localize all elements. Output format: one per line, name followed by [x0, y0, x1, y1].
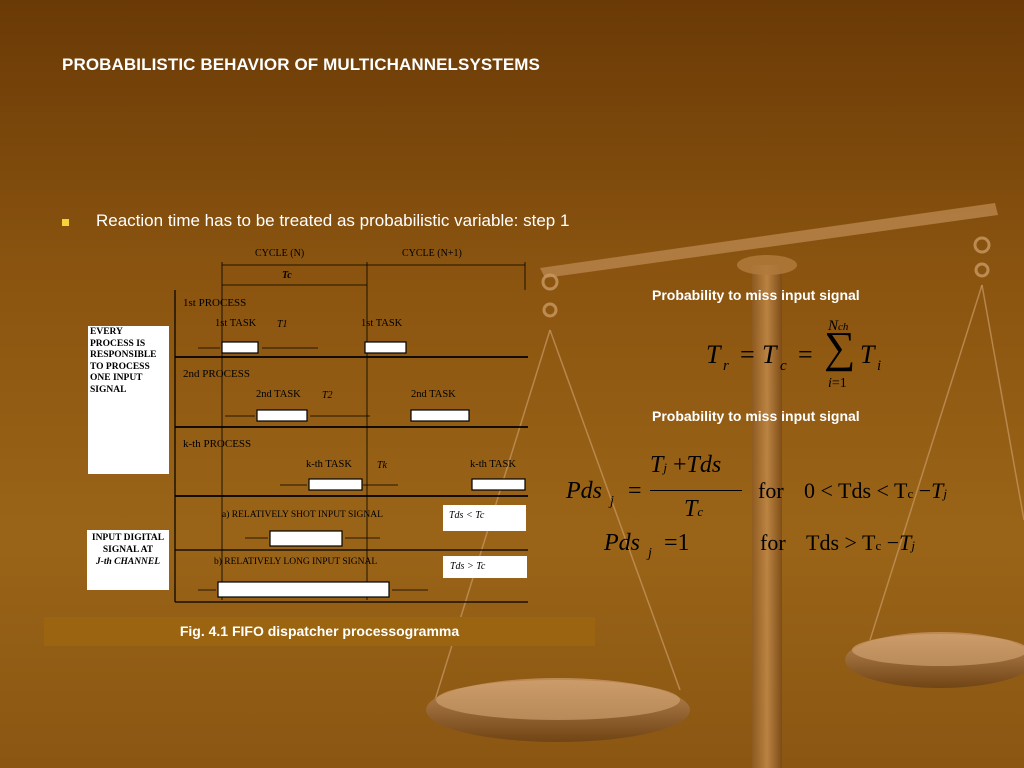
cycle-n1-label: CYCLE (N+1) — [402, 248, 462, 259]
prob-label-1: Probability to miss input signal — [652, 287, 860, 303]
equation-pds-fraction: Pds j = Tj +Tds Tc for 0 < Tds < Tc −Tj — [566, 452, 948, 522]
task-1b-label: 1st TASK — [361, 318, 403, 329]
task-bar-2b — [410, 409, 470, 422]
cond-box-a — [443, 505, 526, 531]
signal-bar-short — [269, 530, 343, 547]
signal-a-label: a) RELATIVELY SHOT INPUT SIGNAL — [222, 510, 383, 520]
process-k-label: k-th PROCESS — [183, 438, 252, 450]
bullet-square-icon — [62, 218, 69, 226]
signal-bar-long — [217, 581, 390, 598]
task-1a-label: 1st TASK — [215, 318, 257, 329]
cond-a-text: Tds < Tc — [449, 510, 485, 521]
task-kb-label: k-th TASK — [470, 459, 516, 470]
task-2b-label: 2nd TASK — [411, 389, 456, 400]
cond-b-text: Tds > Tc — [450, 561, 486, 572]
equation-tr: T r = T c = Nch ∑ i=1 T i — [706, 318, 882, 391]
task-bar-kb — [471, 478, 526, 491]
task-bar-1b — [364, 341, 407, 354]
figure-caption: Fig. 4.1 FIFO dispatcher processogramma — [44, 617, 595, 646]
slide-title: PROBABILISTIC BEHAVIOR OF MULTICHANNELSY… — [62, 55, 540, 74]
side-note-bottom-text-1: INPUT DIGITAL SIGNAL AT — [91, 533, 165, 555]
t2-label: T2 — [322, 390, 333, 401]
cond-box-b — [443, 556, 527, 578]
process-2-label: 2nd PROCESS — [183, 368, 250, 380]
process-1-label: 1st PROCESS — [183, 297, 247, 309]
task-bar-ka — [308, 478, 363, 491]
tc-label: Tc — [282, 270, 292, 281]
signal-b-label: b) RELATIVELY LONG INPUT SIGNAL — [214, 557, 378, 567]
task-bar-2a — [256, 409, 308, 422]
side-note-top: EVERY PROCESS IS RESPONSIBLE TO PROCESS … — [88, 326, 169, 474]
side-note-top-text: EVERY PROCESS IS RESPONSIBLE TO PROCESS … — [90, 327, 157, 395]
task-ka-label: k-th TASK — [306, 459, 352, 470]
equation-pds-one: Pds j =1 for Tds > Tc −Tj — [604, 530, 916, 561]
bullet-item: Reaction time has to be treated as proba… — [62, 211, 569, 231]
cycle-n-label: CYCLE (N) — [255, 248, 305, 259]
for-word-2: for — [760, 530, 786, 555]
prob-label-2: Probability to miss input signal — [652, 408, 860, 424]
t1-label: T1 — [277, 319, 288, 330]
bullet-text: Reaction time has to be treated as proba… — [96, 211, 570, 230]
side-note-bottom: INPUT DIGITAL SIGNAL AT J-th CHANNEL — [87, 530, 169, 590]
task-2a-label: 2nd TASK — [256, 389, 301, 400]
tk-label: Tk — [377, 460, 387, 471]
side-note-bottom-text-2: J-th CHANNEL — [95, 557, 161, 567]
task-bar-1a — [221, 341, 259, 354]
for-word-1: for — [758, 478, 784, 503]
